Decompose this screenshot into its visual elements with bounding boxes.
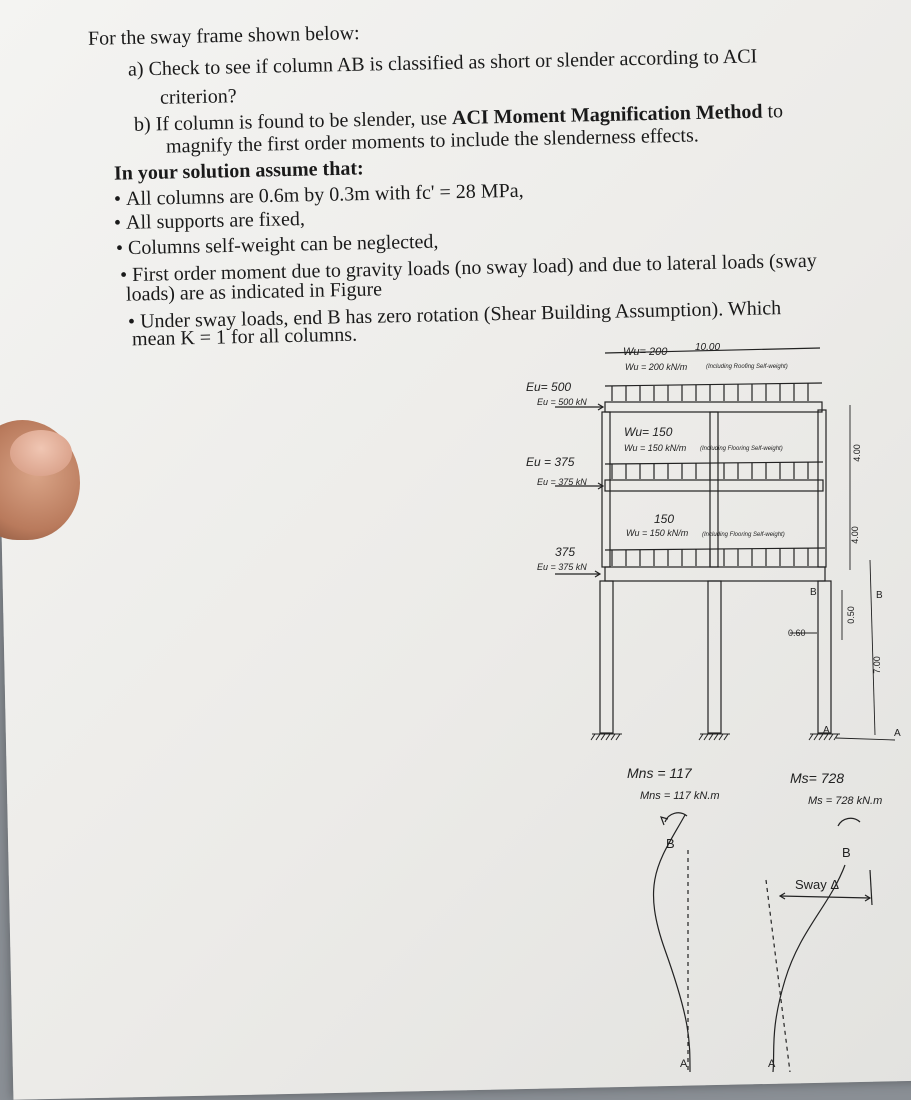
floor2-beam [604,479,824,492]
roof-load-handwritten: Wu= 200 [623,346,668,358]
lateral-roof-handwritten: Eu= 500 [526,380,572,394]
node-a-right: A [894,728,901,739]
roof-load: Wu = 200 kN/m [625,362,688,372]
node-a-ns: A [680,1058,688,1070]
roof-beam [604,401,823,413]
dim-bottom-story: 7.00 [871,656,882,674]
node-b-right: B [876,590,883,601]
node-a-sway: A [768,1058,776,1070]
span-dimension: 10.00 [695,342,721,353]
dim-beam-depth: 0.50 [845,606,856,624]
floor2-load-note: (Including Flooring Self-weight) [700,446,783,452]
moment-sway-curve [765,817,873,1072]
dim-mid-story: 4.00 [849,526,860,544]
node-b-sway: B [842,845,851,860]
floor1-load-arrows [604,547,826,566]
ms-handwritten: Ms= 728 [790,770,845,786]
lateral-floor2-handwritten: Eu = 375 [526,455,575,469]
lateral-floor1-load: Eu = 375 kN [537,562,587,572]
floor1-load: Wu = 150 kN/m [626,528,689,538]
floor1-beam [604,566,826,582]
node-b-frame: B [810,587,817,598]
span-dimension-line [604,347,821,354]
mns-label: Mns = 117 kN.m [640,790,720,802]
node-a-frame: A [823,725,830,736]
mns-handwritten: Mns = 117 [627,765,692,781]
dim-top-story: 4.00 [851,444,862,462]
floor2-load-arrows [604,461,824,479]
floor2-load: Wu = 150 kN/m [624,443,687,453]
columns [599,409,832,734]
floor2-load-handwritten: Wu= 150 [624,425,673,439]
floor1-load-note: (Including Flooring Self-weight) [702,532,785,538]
lateral-floor1-handwritten: 375 [555,545,576,559]
dim-column-depth: 0.60 [788,628,806,638]
floor1-load-handwritten: 150 [654,512,675,526]
lateral-roof-load: Eu = 500 kN [537,397,587,407]
lateral-load-arrows [555,403,605,578]
roof-load-note: (Including Roofing Self-weight) [706,364,788,370]
vertical-dimensions [790,405,896,741]
moment-nonsway-curve [652,812,691,1072]
roof-load-arrows [604,382,823,401]
sway-delta-label: Sway Δ [795,877,840,892]
lateral-floor2-load: Eu = 375 kN [537,477,587,487]
ms-label: Ms = 728 kN.m [808,795,883,807]
thumb-nail [10,430,72,476]
fixed-supports [590,733,840,741]
frame-figure [555,347,896,1072]
node-b-ns: B [666,836,675,851]
